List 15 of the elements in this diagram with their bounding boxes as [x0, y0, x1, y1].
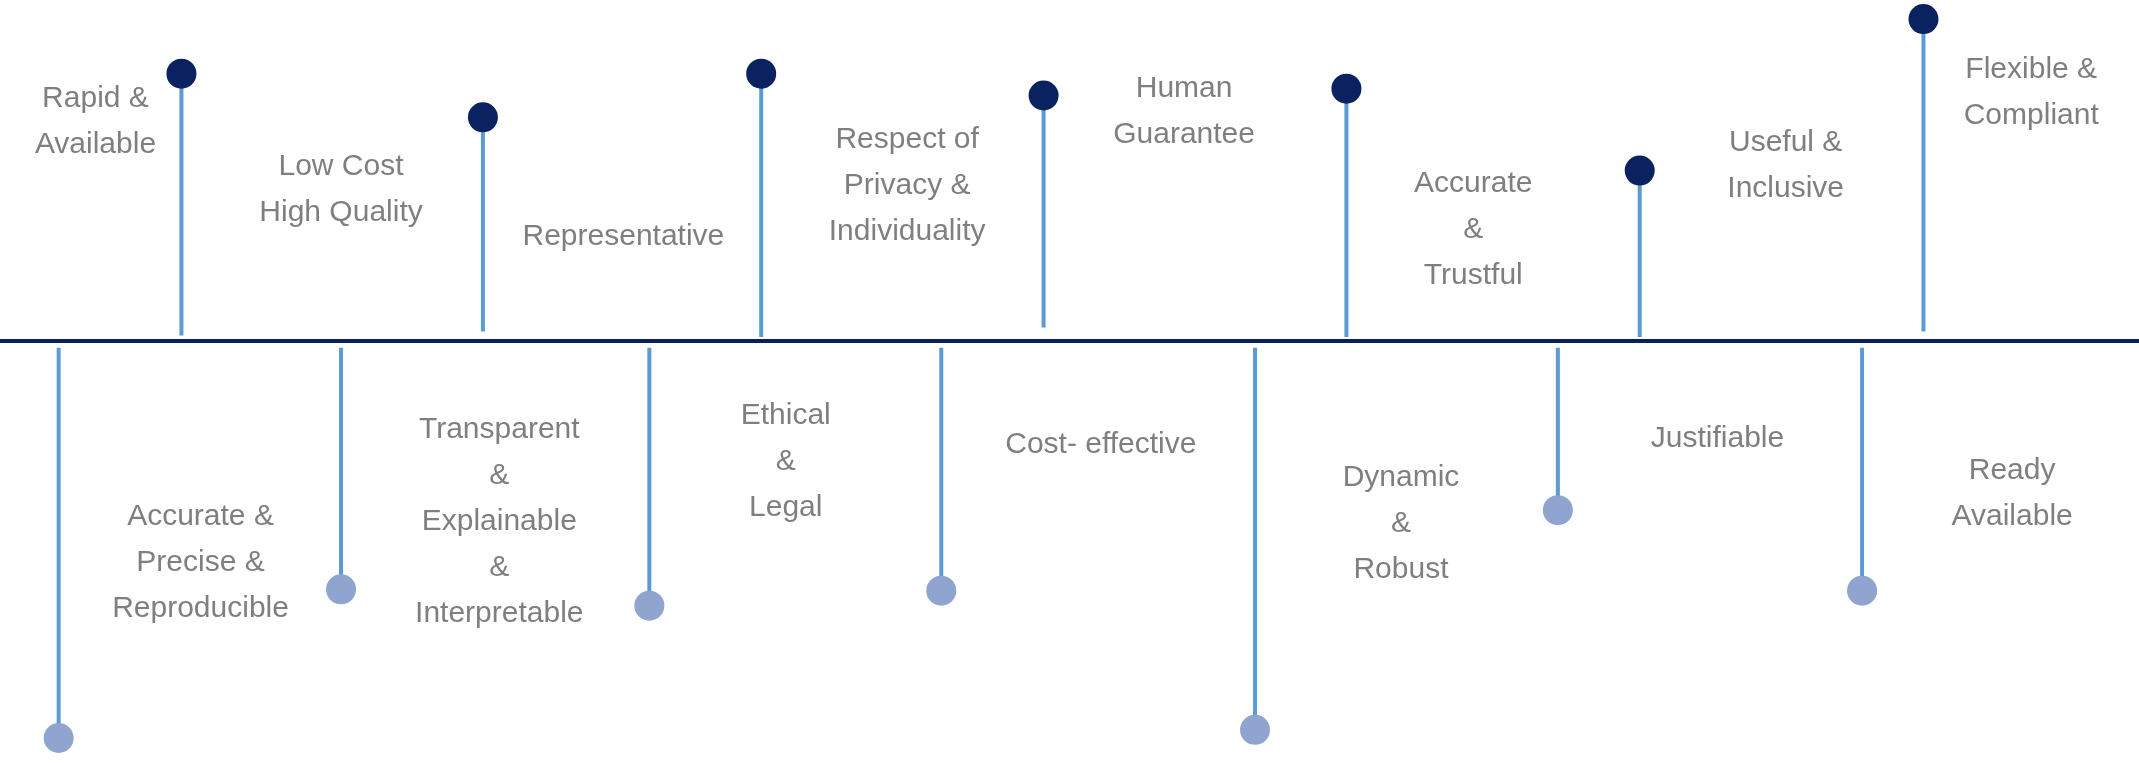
- quality-label: Ready Available: [1951, 451, 2073, 534]
- quality-label: Accurate & Precise & Reproducible: [112, 496, 289, 625]
- quality-label: Rapid & Available: [34, 79, 157, 162]
- quality-label: Transparent & Explainable & Interpretable: [415, 409, 584, 630]
- quality-label: Human Guarantee: [1113, 69, 1255, 152]
- quality-label: Dynamic & Robust: [1342, 458, 1460, 587]
- quality-label: Representative: [522, 216, 725, 253]
- quality-label: Justifiable: [1650, 418, 1785, 455]
- quality-label: Useful & Inclusive: [1727, 122, 1845, 205]
- quality-label: Flexible & Compliant: [1963, 50, 2099, 133]
- quality-label: Respect of Privacy & Individuality: [827, 120, 987, 249]
- quality-label: Accurate & Trustful: [1414, 163, 1533, 292]
- quality-label: Cost- effective: [1005, 425, 1197, 462]
- quality-label: Ethical & Legal: [740, 395, 831, 524]
- quality-label: Low Cost High Quality: [258, 147, 424, 230]
